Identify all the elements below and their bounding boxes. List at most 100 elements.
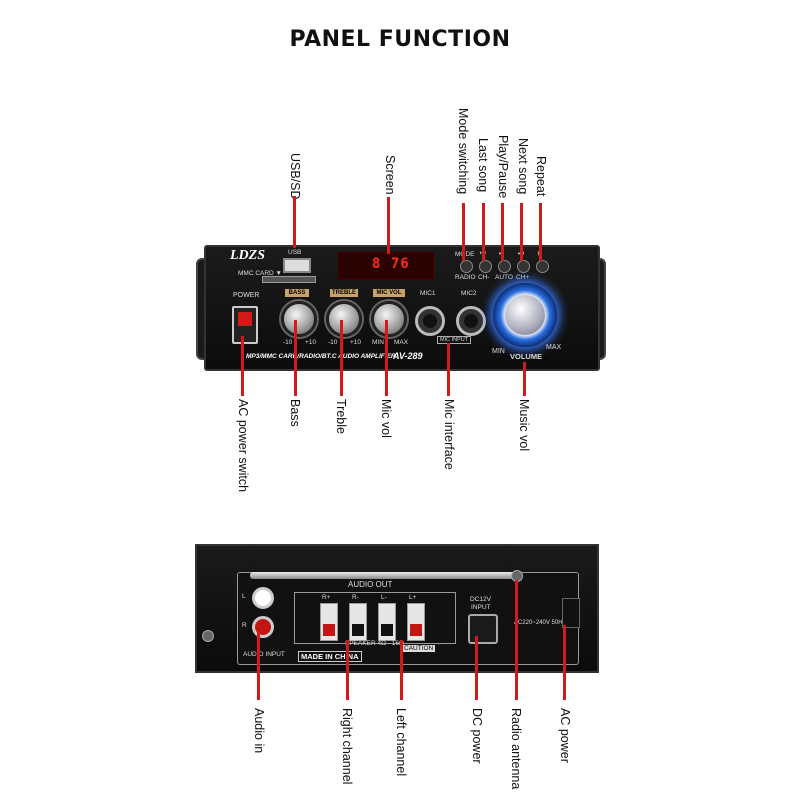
callout-line-radio-antenna [515, 580, 518, 700]
callout-treble: Treble [334, 399, 348, 434]
audio-out-label: AUDIO OUT [348, 580, 393, 589]
volume-label: VOLUME [510, 352, 543, 361]
callout-line-music-vol [523, 362, 526, 396]
terminal-l-minus-label: L- [381, 594, 387, 601]
callout-line-left-channel [400, 640, 403, 700]
callout-line-last-song [482, 203, 485, 261]
terminal-l-plus [407, 603, 425, 641]
callout-ac-power: AC power [558, 708, 572, 763]
power-switch [232, 306, 258, 344]
callout-line-usb-sd [293, 196, 296, 248]
callout-usb-sd: USB/SD [288, 153, 302, 200]
callout-ac-power-switch: AC power switch [236, 399, 250, 493]
mode-button [460, 260, 473, 273]
mic-input-label: MIC INPUT [437, 336, 472, 344]
ch-minus-label: CH- [478, 274, 490, 281]
callout-play-pause: Play/Pause [496, 135, 510, 199]
model-label: AV-289 [393, 351, 423, 361]
callout-next-song: Next song [516, 138, 530, 195]
sd-card-slot [262, 276, 316, 283]
volume-min-label: MIN [492, 348, 505, 355]
terminal-l-plus-label: L+ [409, 594, 417, 601]
auto-label: AUTO [495, 274, 513, 281]
mic2-label: MIC2 [461, 290, 477, 297]
mic-vol-min: MIN [372, 339, 384, 346]
callout-right-channel: Right channel [340, 708, 354, 785]
callout-dc-power: DC power [470, 708, 484, 764]
speaker-terminal-block [294, 592, 456, 644]
mic-vol-tag: MIC VOL [373, 289, 405, 297]
callout-line-play-pause [501, 203, 504, 261]
last-song-button [479, 260, 492, 273]
callout-line-mic-interface [447, 343, 450, 396]
mic-vol-knob [371, 301, 407, 337]
callout-line-mode [462, 203, 465, 261]
volume-knob [505, 295, 545, 335]
mic-vol-max: MAX [394, 339, 409, 346]
mic2-jack [456, 306, 486, 336]
terminal-r-minus-label: R- [352, 594, 359, 601]
callout-music-vol: Music vol [517, 399, 531, 452]
callout-radio-antenna: Radio antenna [509, 708, 523, 790]
made-in-china-label: MADE IN CHINA [298, 651, 362, 662]
callout-line-ac-power [563, 625, 566, 700]
rca-right-jack [252, 616, 274, 638]
page-title: PANEL FUNCTION [289, 27, 511, 52]
dc-label-2: INPUT [471, 604, 491, 611]
audio-input-label: AUDIO INPUT [243, 651, 285, 658]
bass-max: +10 [305, 339, 317, 346]
radio-label: RADIO [455, 274, 476, 281]
l-label: L [242, 593, 246, 600]
terminal-l-minus [378, 603, 396, 641]
play-pause-button [498, 260, 511, 273]
radio-antenna-rod [250, 572, 520, 579]
left-screw [202, 630, 214, 642]
callout-line-ac-power-switch [241, 336, 244, 396]
bass-min: -10 [283, 339, 293, 346]
dc-label-1: DC12V [470, 596, 491, 603]
bass-knob [281, 301, 317, 337]
callout-line-dc-power [475, 636, 478, 700]
mmc-card-label: MMC CARD ▼ [238, 270, 282, 277]
callout-line-mic-vol [385, 320, 388, 396]
callout-line-repeat [539, 203, 542, 261]
callout-line-right-channel [346, 640, 349, 700]
callout-mic-vol: Mic vol [379, 399, 393, 438]
rca-left-jack [252, 587, 274, 609]
treble-tag: TREBLE [330, 289, 358, 297]
dc-power-jack [468, 614, 498, 644]
callout-mic-interface: Mic interface [442, 399, 456, 470]
callout-mode-switching: Mode switching [456, 108, 470, 195]
mic1-label: MIC1 [420, 290, 436, 297]
front-strip-text: MP3/MMC CARD/RADIO/BT.C AUDIO AMPLIFIER [246, 353, 396, 360]
callout-audio-in: Audio in [252, 708, 266, 754]
callout-line-bass [294, 320, 297, 396]
terminal-r-plus-label: R+ [322, 594, 331, 601]
r-label: R [242, 622, 247, 629]
display-screen [338, 252, 434, 280]
repeat-button [536, 260, 549, 273]
speaker-impedance-label: SPEAKER 4Ω - 16Ω [345, 640, 404, 647]
usb-port [283, 258, 311, 273]
terminal-r-plus [320, 603, 338, 641]
treble-knob [326, 301, 362, 337]
treble-max: +10 [350, 339, 362, 346]
callout-line-next-song [520, 203, 523, 261]
caution-label: CAUTION [402, 645, 436, 652]
callout-last-song: Last song [476, 138, 490, 193]
terminal-r-minus [349, 603, 367, 641]
callout-line-screen [387, 197, 390, 254]
callout-bass: Bass [288, 399, 302, 427]
callout-line-audio-in [257, 632, 260, 700]
brand-logo: LDZS [230, 248, 265, 263]
volume-max-label: MAX [546, 344, 562, 351]
bass-tag: BASS [285, 289, 309, 297]
callout-left-channel: Left channel [394, 708, 408, 777]
power-label: POWER [233, 292, 260, 299]
mic1-jack [415, 306, 445, 336]
ac-voltage-label: AC220~240V 50Hz [514, 620, 566, 626]
callout-line-treble [340, 320, 343, 396]
callout-screen: Screen [383, 155, 397, 195]
next-song-button [517, 260, 530, 273]
callout-repeat: Repeat [534, 156, 548, 197]
